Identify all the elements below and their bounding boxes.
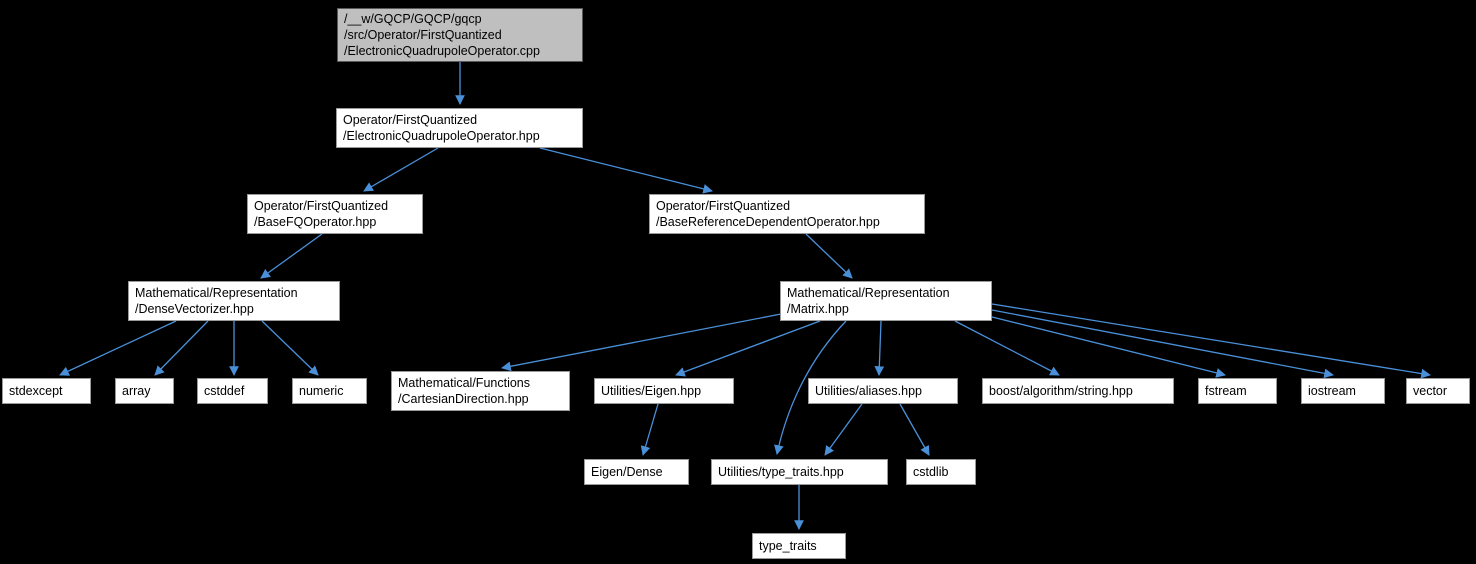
node-label: Operator/FirstQuantized /BaseReferenceDe… xyxy=(656,199,880,229)
node-label: vector xyxy=(1413,384,1448,398)
edge-densevectorizer-to-array xyxy=(154,320,209,376)
node-label: array xyxy=(122,384,151,398)
node-label: boost/algorithm/string.hpp xyxy=(989,384,1133,398)
edge-matrix-to-utilities-eigen xyxy=(675,320,821,377)
node-utilities-aliases-hpp[interactable]: Utilities/aliases.hpp xyxy=(808,378,958,404)
node-stdexcept: stdexcept xyxy=(2,378,91,404)
node-utilities-eigen-hpp[interactable]: Utilities/Eigen.hpp xyxy=(594,378,734,404)
edge-matrix-to-utilities-aliases xyxy=(874,320,885,376)
node-vector: vector xyxy=(1406,378,1470,404)
node-numeric: numeric xyxy=(292,378,367,404)
node-label: Mathematical/Representation /Matrix.hpp xyxy=(787,286,950,316)
node-label: cstddef xyxy=(204,384,245,398)
node-label: Utilities/aliases.hpp xyxy=(815,384,922,398)
edge-basefqoperator-to-densevectorizer xyxy=(260,233,323,279)
edge-matrix-to-vector xyxy=(991,303,1431,379)
edge-matrix-to-cartesiandirection xyxy=(501,313,782,372)
node-label: numeric xyxy=(299,384,344,398)
node-label: iostream xyxy=(1308,384,1356,398)
node-iostream: iostream xyxy=(1301,378,1385,404)
node-label: stdexcept xyxy=(9,384,63,398)
node-cartesiandirection-hpp[interactable]: Mathematical/Functions /CartesianDirecti… xyxy=(391,371,570,411)
node-densevectorizer-hpp[interactable]: Mathematical/Representation /DenseVector… xyxy=(128,281,340,321)
node-label: fstream xyxy=(1205,384,1247,398)
edge-matrix-to-iostream xyxy=(991,309,1334,379)
node-label: Mathematical/Functions /CartesianDirecti… xyxy=(398,376,531,406)
node-matrix-hpp[interactable]: Mathematical/Representation /Matrix.hpp xyxy=(780,281,992,321)
edge-densevectorizer-to-numeric xyxy=(261,320,319,376)
node-label: type_traits xyxy=(759,539,817,553)
node-basefqoperator-hpp[interactable]: Operator/FirstQuantized /BaseFQOperator.… xyxy=(247,194,423,234)
edge-hpp-to-basereferencedependent xyxy=(539,147,713,194)
node-electronicquadrupoleoperator-cpp: /__w/GQCP/GQCP/gqcp /src/Operator/FirstQ… xyxy=(337,8,583,62)
node-label: Utilities/Eigen.hpp xyxy=(601,384,702,398)
node-label: Utilities/type_traits.hpp xyxy=(718,465,844,479)
edge-utilities-eigen-to-eigen-dense xyxy=(640,403,659,456)
node-cstddef: cstddef xyxy=(197,378,268,404)
node-label: cstdlib xyxy=(913,465,949,479)
edge-matrix-to-type-traits-hpp xyxy=(774,320,847,455)
node-basereferencedependentoperator-hpp[interactable]: Operator/FirstQuantized /BaseReferenceDe… xyxy=(649,194,925,234)
node-boost-algorithm-string-hpp: boost/algorithm/string.hpp xyxy=(982,378,1174,404)
edge-basereferencedependent-to-matrix xyxy=(805,233,853,279)
node-array: array xyxy=(115,378,174,404)
node-electronicquadrupoleoperator-hpp[interactable]: Operator/FirstQuantized /ElectronicQuadr… xyxy=(336,108,583,148)
node-label: Eigen/Dense xyxy=(591,465,663,479)
node-label: Operator/FirstQuantized /ElectronicQuadr… xyxy=(343,113,540,143)
edge-aliases-to-type-traits-hpp xyxy=(824,403,863,456)
node-label: /__w/GQCP/GQCP/gqcp /src/Operator/FirstQ… xyxy=(344,12,540,58)
node-eigen-dense: Eigen/Dense xyxy=(584,459,689,485)
edge-hpp-to-basefqoperator xyxy=(363,147,439,192)
edge-aliases-to-cstdlib xyxy=(899,403,930,456)
edge-matrix-to-fstream xyxy=(991,316,1226,378)
node-label: Operator/FirstQuantized /BaseFQOperator.… xyxy=(254,199,389,229)
node-type-traits: type_traits xyxy=(752,533,846,559)
node-label: Mathematical/Representation /DenseVector… xyxy=(135,286,298,316)
node-cstdlib: cstdlib xyxy=(906,459,976,485)
edge-matrix-to-boost-string xyxy=(954,320,1060,376)
node-utilities-type-traits-hpp[interactable]: Utilities/type_traits.hpp xyxy=(711,459,888,485)
node-fstream: fstream xyxy=(1198,378,1277,404)
edge-densevectorizer-to-stdexcept xyxy=(59,320,177,376)
